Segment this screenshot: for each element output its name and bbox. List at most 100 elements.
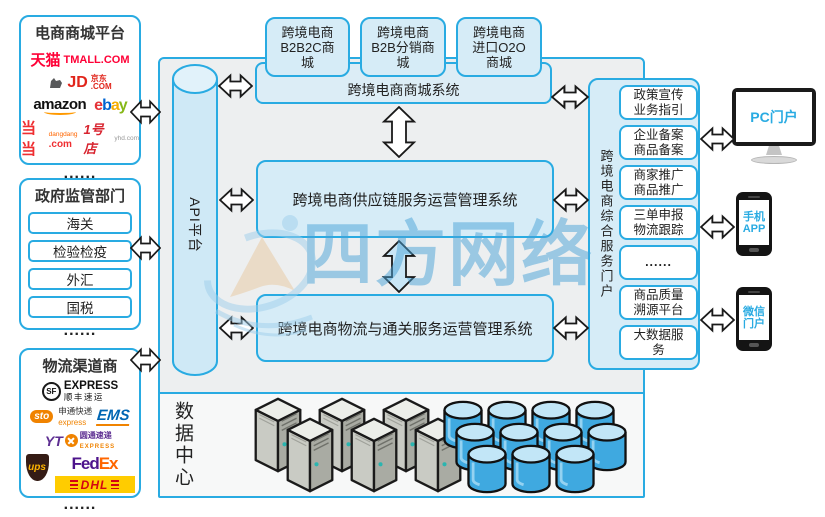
box-o2o-import-mall: 跨境电商进口O2O商城 <box>456 17 542 77</box>
tmall-en: TMALL.COM <box>63 53 130 66</box>
data-center-label: 数据中心 <box>172 401 193 489</box>
supply-chain-system-label: 跨境电商供应链服务运营管理系统 <box>292 191 518 209</box>
yto-cn: 圆通速递 <box>79 431 112 440</box>
portal-item-label: 大数据服务 <box>633 328 684 357</box>
jd-cn: 京东 <box>90 73 107 83</box>
arrow-logistics-api <box>130 347 161 373</box>
yhd-cn: 1号店 <box>83 122 104 156</box>
panel-government: 政府监管部门 海关 检验检疫 外汇 国税 ...... <box>19 178 141 339</box>
box-o2o-label: 跨境电商进口O2O商城 <box>472 24 526 70</box>
portal-item-promotion: 商家推广商品推广 <box>619 165 698 200</box>
arrow-supplychain-logisticssystem <box>381 240 417 293</box>
arrow-api-mallsystem <box>218 73 253 99</box>
api-platform-label: API平台 <box>187 197 203 253</box>
monitor-base <box>751 156 797 164</box>
box-b2b-label: 跨境电商B2B分销商城 <box>371 24 435 70</box>
portal-item-label: 三单申报物流跟踪 <box>633 208 684 237</box>
sto-badge: sto <box>30 409 54 423</box>
monitor-screen: PC门户 <box>736 92 812 142</box>
amazon-swoosh-icon <box>43 109 76 115</box>
arrow-government-api <box>130 235 161 261</box>
sf-en: EXPRESS <box>63 380 119 392</box>
jd-en: JD <box>67 74 88 91</box>
ebay-letter: b <box>102 96 112 114</box>
arrow-api-supplychain <box>219 187 254 213</box>
sf-col: EXPRESS 顺丰速运 <box>64 380 118 402</box>
arrow-portal-wechat <box>700 307 735 333</box>
mall-more-dots: ...... <box>63 165 97 182</box>
fedex-fed: Fed <box>71 454 99 473</box>
fedex-ex: Ex <box>98 454 119 473</box>
phone-screen: 手机APP <box>739 200 769 245</box>
arrow-api-logisticssystem <box>219 315 254 341</box>
arrow-mallplatforms-api <box>130 99 161 125</box>
mobile-app-device: 手机APP <box>736 192 772 256</box>
monitor-icon: PC门户 <box>732 88 816 146</box>
yto-logo: YT 圆通速递 EXPRESS <box>45 430 115 451</box>
sto-sub: express <box>58 418 87 427</box>
fedex-dhl-col: FedEx DHL <box>54 454 135 493</box>
portal-item-label: 商品质量溯源平台 <box>633 288 684 317</box>
portal-item-label: 政策宣传业务指引 <box>633 88 684 117</box>
gov-item-inspection: 检验检疫 <box>28 240 132 262</box>
gov-item-forex: 外汇 <box>28 268 132 290</box>
yhd-sub: yhd.com <box>114 134 139 142</box>
dangdang-sub: dangdang <box>48 130 78 138</box>
sto-cn: 申通快递 <box>58 406 93 416</box>
portal-item-filing: 企业备案商品备案 <box>619 125 698 160</box>
tmall-logo: 天猫 TMALL.COM <box>31 49 130 70</box>
box-b2b2c-label: 跨境电商B2B2C商城 <box>280 24 335 70</box>
amazon-logo: amazon <box>33 96 87 115</box>
yto-sub: EXPRESS <box>79 444 116 450</box>
jd-logo: JD 京东 .COM <box>48 73 112 92</box>
arrow-mallsystem-portal <box>551 84 589 110</box>
gov-item-customs: 海关 <box>28 212 132 234</box>
panel-mall-platforms: 电商商城平台 天猫 TMALL.COM JD 京东 .COM amazon eb… <box>19 15 141 182</box>
database-icon <box>467 444 507 494</box>
arrow-portal-pc <box>700 126 735 152</box>
panel-gov-title: 政府监管部门 <box>34 188 125 205</box>
sto-ems-row: sto 申通快递 express EMS <box>30 405 131 428</box>
ebay-letter: y <box>118 96 128 114</box>
portal-item-declaration: 三单申报物流跟踪 <box>619 205 698 240</box>
portal-item-label: 商家推广商品推广 <box>633 168 684 197</box>
portal-item-traceability: 商品质量溯源平台 <box>619 285 698 320</box>
monitor-stand <box>766 146 782 155</box>
ups-shield-icon: ups <box>25 454 49 481</box>
sf-logo: SF EXPRESS 顺丰速运 <box>41 380 118 402</box>
ups-text: ups <box>28 462 46 473</box>
dangdang-com: .com <box>48 138 72 150</box>
gov-item-tax: 国税 <box>28 296 132 318</box>
portal-item-more: ...... <box>619 245 698 280</box>
sto-col: 申通快递 express <box>58 405 93 428</box>
ups-fedex-dhl-row: ups FedEx DHL <box>25 454 135 493</box>
yto-yt: YT <box>44 432 63 449</box>
tmall-cn: 天猫 <box>30 52 61 69</box>
dangdang-yhd-row: 当当 dangdang .com 1号店 yhd.com <box>21 117 139 159</box>
portal-item-bigdata: 大数据服务 <box>619 325 698 360</box>
dangdang-logo: 当当 dangdang .com <box>21 117 78 159</box>
supply-chain-system-box: 跨境电商供应链服务运营管理系统 <box>256 160 554 238</box>
phone-screen: 微信门户 <box>739 295 769 340</box>
portal-item-label: ...... <box>645 255 672 270</box>
jd-cn-col: 京东 .COM <box>90 73 112 92</box>
yto-circle-icon <box>64 434 78 447</box>
logistics-more-dots: ...... <box>63 496 97 513</box>
dangdang-col: dangdang .com <box>48 128 78 150</box>
arrow-portal-app <box>700 214 735 240</box>
sf-circle-icon: SF <box>41 381 61 401</box>
box-b2b-distribution-mall: 跨境电商B2B分销商城 <box>360 17 446 77</box>
panel-logistics: 物流渠道商 SF EXPRESS 顺丰速运 sto 申通快递 express E… <box>19 348 141 513</box>
portal-item-policy: 政策宣传业务指引 <box>619 85 698 120</box>
wechat-portal-label: 微信门户 <box>743 305 765 330</box>
database-icon <box>511 444 551 494</box>
mobile-app-label: 手机APP <box>742 210 766 235</box>
dhl-badge: DHL <box>54 476 135 493</box>
arrow-mallsystem-supplychain <box>381 106 417 158</box>
fedex-logo: FedEx <box>71 454 119 474</box>
wechat-portal-device: 微信门户 <box>736 287 772 351</box>
pc-portal-device: PC门户 <box>730 88 818 174</box>
dangdang-cn: 当当 <box>21 120 37 158</box>
mall-system-label: 跨境电商商城系统 <box>347 82 460 98</box>
